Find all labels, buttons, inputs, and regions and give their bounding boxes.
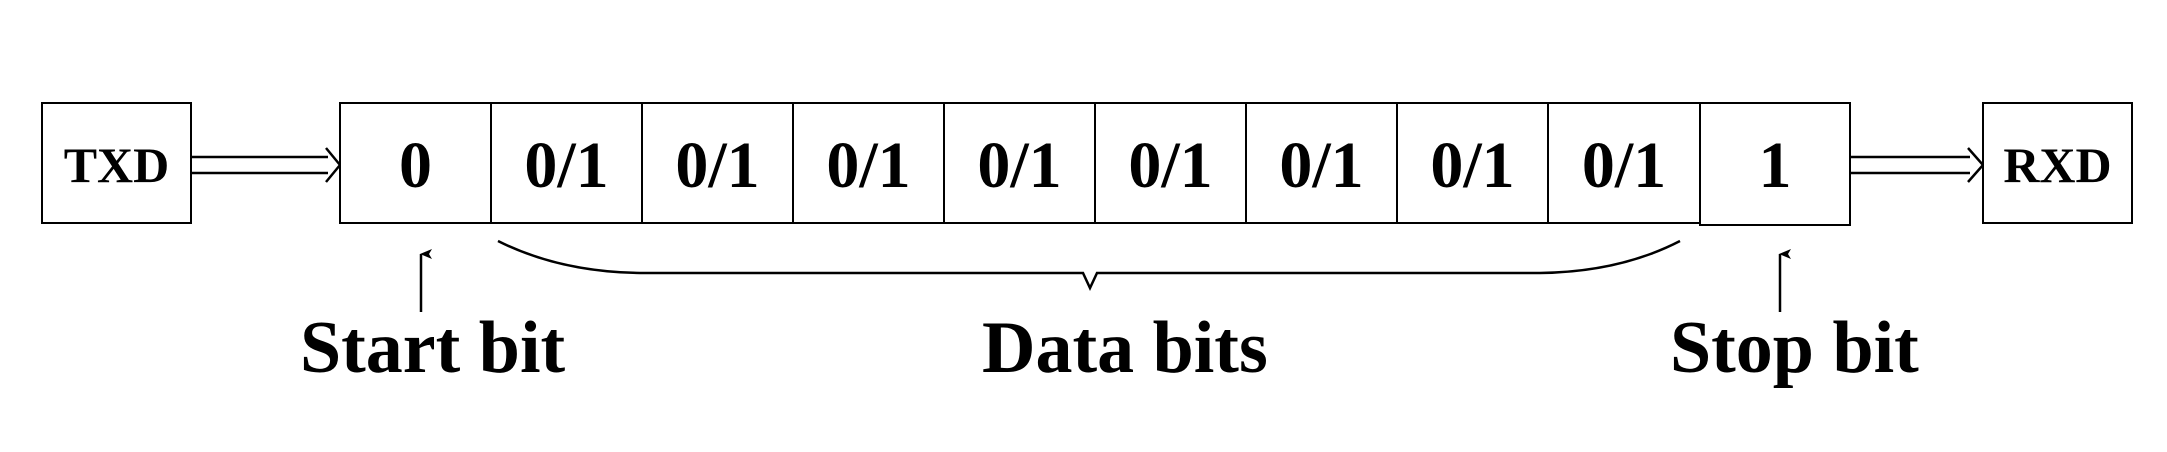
data-bit-value-7: 0/1 bbox=[1430, 129, 1514, 202]
frame-to-rxd-arrow bbox=[1850, 147, 1985, 183]
stop-bit-value: 1 bbox=[1759, 129, 1792, 202]
data-bits-label: Data bits bbox=[982, 307, 1268, 389]
data-bit-value-1: 0/1 bbox=[524, 129, 608, 202]
bit-frame: 0 0/1 0/1 0/1 0/1 0/1 0/1 0/1 bbox=[339, 102, 1851, 226]
data-bit-cell-3: 0/1 bbox=[792, 102, 945, 224]
data-bit-cell-5: 0/1 bbox=[1094, 102, 1247, 224]
txd-to-frame-arrow bbox=[191, 147, 342, 183]
txd-block: TXD bbox=[41, 102, 192, 224]
data-bit-value-6: 0/1 bbox=[1279, 129, 1363, 202]
data-bit-value-3: 0/1 bbox=[826, 129, 910, 202]
data-bit-cell-1: 0/1 bbox=[490, 102, 643, 224]
data-bit-value-8: 0/1 bbox=[1582, 129, 1666, 202]
data-bit-cell-6: 0/1 bbox=[1245, 102, 1398, 224]
data-bit-value-2: 0/1 bbox=[675, 129, 759, 202]
data-bit-value-4: 0/1 bbox=[977, 129, 1061, 202]
data-bit-cell-4: 0/1 bbox=[943, 102, 1096, 224]
data-bit-cell-8: 0/1 bbox=[1547, 102, 1701, 224]
txd-label: TXD bbox=[64, 137, 170, 193]
data-bit-cell-7: 0/1 bbox=[1396, 102, 1549, 224]
start-bit-cell: 0 bbox=[339, 102, 492, 224]
data-bit-cell-2: 0/1 bbox=[641, 102, 794, 224]
data-bits-brace bbox=[497, 239, 1681, 291]
data-bit-value-5: 0/1 bbox=[1128, 129, 1212, 202]
stop-bit-label: Stop bit bbox=[1670, 307, 1919, 389]
start-bit-label: Start bit bbox=[300, 307, 566, 389]
stop-bit-cell: 1 bbox=[1699, 102, 1851, 226]
start-bit-value: 0 bbox=[399, 129, 432, 202]
rxd-label: RXD bbox=[2003, 137, 2111, 193]
rxd-block: RXD bbox=[1982, 102, 2133, 224]
